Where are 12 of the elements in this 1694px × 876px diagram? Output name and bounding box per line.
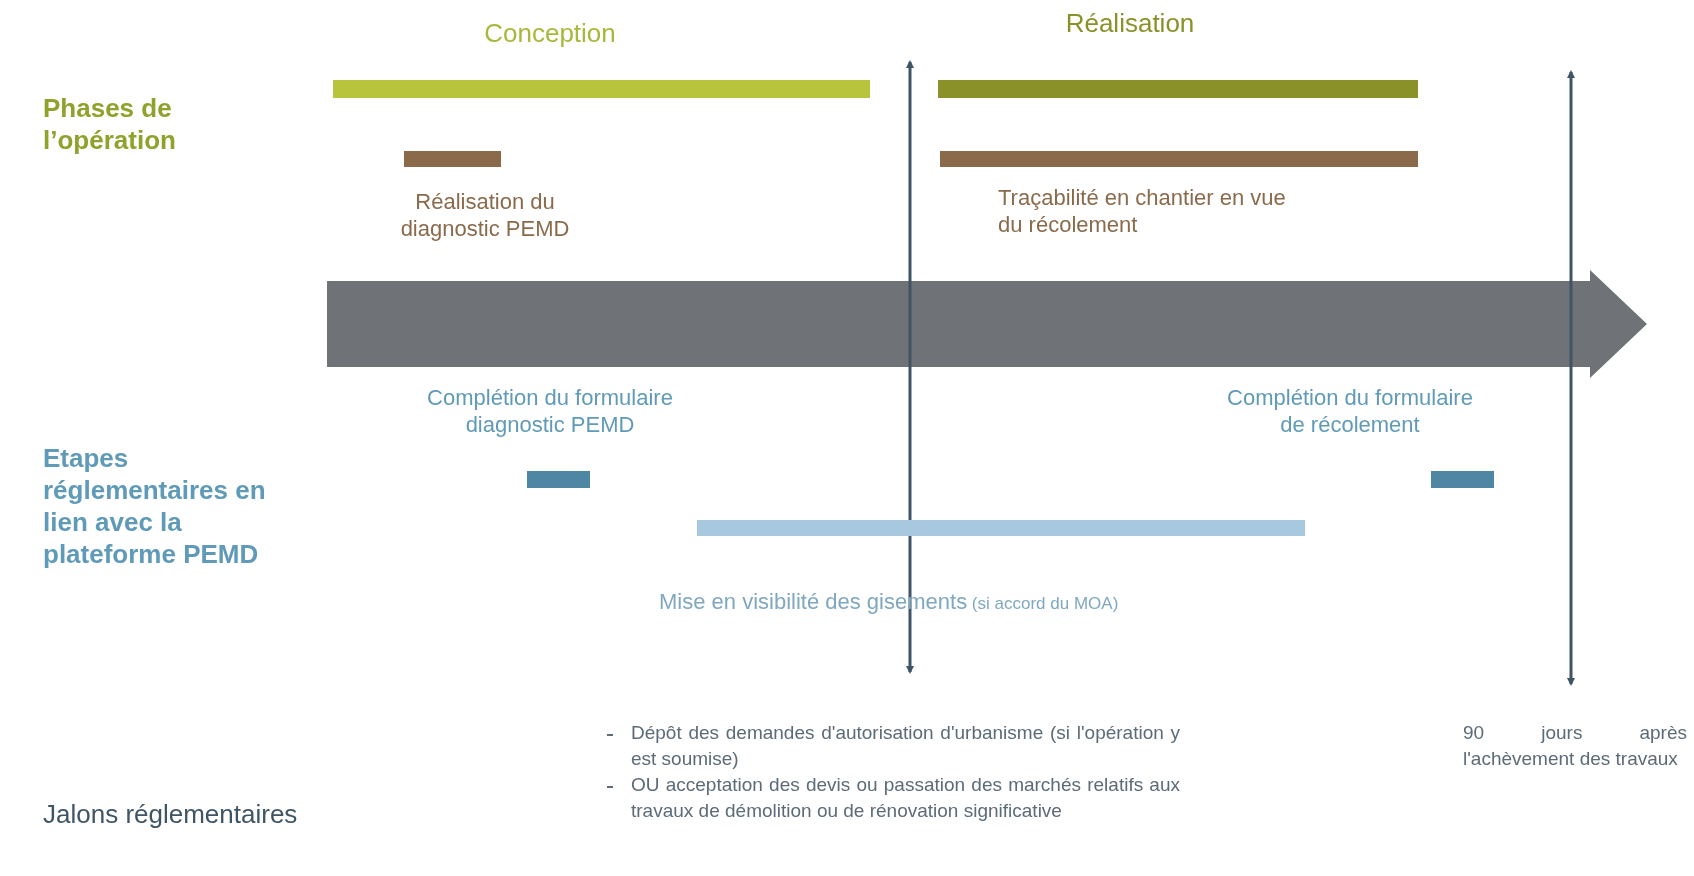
bar-label: Réalisation <box>1064 10 1196 37</box>
milestone-text: 90 jours après l'achèvement des travaux <box>1463 721 1687 771</box>
row-heading: Etapes réglementaires en lien avec la plateforme PEMD <box>43 442 267 570</box>
bar-label: Traçabilité en chantier en vue du récolement <box>998 184 1287 238</box>
bar-label: Complétion du formulaire diagnostic PEMD <box>426 384 674 438</box>
row-heading: Phases de l’opération <box>43 92 177 156</box>
bar-label: Complétion du formulaire de récolement <box>1226 384 1474 438</box>
row-heading: Jalons réglementaires <box>43 798 299 830</box>
milestone-text: Dépôt des demandes d'autorisation d'urbanisme (si l'opération y est soumise) <box>631 721 1180 771</box>
bar-label: Conception <box>483 20 617 47</box>
milestone-text: OU acceptation des devis ou passation des marchés relatifs aux travaux de démolition ou de rénovation significative <box>631 773 1180 823</box>
bar-label: Réalisation du diagnostic PEMD <box>399 188 571 242</box>
